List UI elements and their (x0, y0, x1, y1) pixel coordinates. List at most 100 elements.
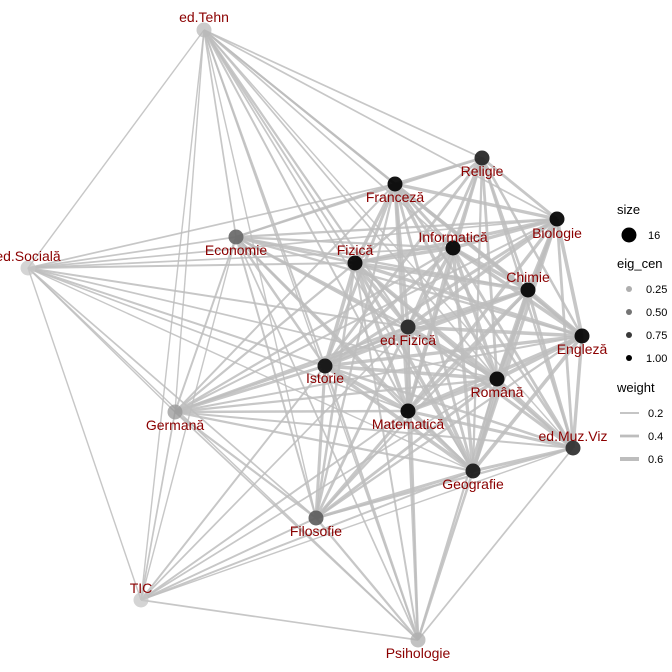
edge-istorie-filosofie (314, 365, 327, 519)
edge-religie-biologie (481, 156, 558, 221)
node-chimie (520, 282, 536, 298)
edge-fizica-engleza (354, 261, 583, 338)
edge-franceza-germana (174, 183, 396, 413)
edge-religie-geografie (471, 157, 484, 472)
edge-franceza-edMuzViz (393, 183, 575, 449)
legend-weight-label-3: 0.6 (648, 454, 663, 466)
edge-fizica-germana (174, 262, 356, 413)
node-label-tic: TIC (130, 580, 153, 596)
edge-geografie-psihologie (416, 470, 475, 641)
edge-economie-informatica (235, 235, 454, 250)
node-matematica (400, 403, 416, 419)
legend-size-label: 16 (648, 230, 660, 242)
legend: size 16 eig_cen 0.25 0.50 0.75 1.00 weig… (616, 202, 667, 466)
legend-eig-cen: eig_cen 0.25 0.50 0.75 1.00 (617, 256, 667, 365)
edge-franceza-edSociala (27, 183, 396, 269)
legend-size: size 16 (617, 202, 660, 243)
legend-weight-label-2: 0.4 (648, 431, 663, 443)
node-religie (474, 150, 490, 166)
legend-weight-label-1: 0.2 (648, 408, 663, 420)
node-economie (228, 229, 244, 245)
edges-layer (27, 29, 584, 641)
legend-eig-key-3 (626, 332, 632, 338)
node-label-geografie: Geografie (442, 476, 504, 492)
edge-edSociala-filosofie (27, 267, 317, 519)
edge-informatica-romana (451, 247, 499, 380)
edge-tic-psihologie (140, 599, 419, 641)
edge-engleza-istorie (324, 334, 583, 368)
legend-weight-title: weight (616, 380, 655, 395)
edge-matematica-geografie (406, 409, 475, 473)
edge-edSociala-tic (27, 267, 142, 601)
edge-edMuzViz-tic (140, 447, 574, 601)
edge-istorie-matematica (324, 364, 409, 413)
edge-germana-psihologie (174, 411, 419, 641)
node-label-istorie: Istorie (306, 370, 344, 386)
edge-edTehn-religie (203, 29, 483, 159)
edge-religie-engleza (480, 157, 584, 337)
edge-istorie-edMuzViz (324, 364, 574, 450)
edge-istorie-tic (140, 365, 326, 601)
edge-edFizica-romana (407, 325, 498, 381)
node-label-edFizica: ed.Fizică (380, 332, 436, 348)
node-edMuzViz (565, 440, 581, 456)
nodes-layer (20, 22, 590, 648)
node-label-fizica: Fizică (337, 242, 374, 258)
legend-eig-label-1: 0.25 (646, 284, 667, 296)
edge-istorie-romana (324, 364, 498, 381)
legend-eig-key-2 (626, 309, 632, 315)
edge-edTehn-fizica (203, 29, 356, 264)
edge-geografie-tic (140, 470, 474, 601)
edge-chimie-engleza (526, 288, 584, 338)
legend-size-title: size (617, 202, 640, 217)
edge-edTehn-romana (203, 29, 498, 380)
node-germana (167, 404, 183, 420)
edge-engleza-edMuzViz (571, 335, 584, 449)
edge-germana-filosofie (174, 411, 317, 519)
legend-eig-label-4: 1.00 (646, 353, 667, 365)
edge-matematica-tic (140, 410, 409, 601)
node-edFizica (400, 319, 416, 335)
legend-eig-label-3: 0.75 (646, 330, 667, 342)
node-filosofie (308, 510, 324, 526)
edge-filosofie-psihologie (315, 517, 419, 641)
edge-romana-matematica (407, 377, 498, 413)
edge-edSociala-edFizica (27, 267, 409, 328)
node-label-germana: Germană (146, 417, 205, 433)
node-label-edMuzViz: ed.Muz.Viz (539, 428, 608, 444)
node-label-romana: Română (471, 384, 524, 400)
node-biologie (549, 211, 565, 227)
edge-edMuzViz-psihologie (417, 447, 574, 641)
legend-eig-cen-title: eig_cen (617, 256, 663, 271)
edge-informatica-fizica (354, 246, 454, 265)
edge-germana-chimie (174, 288, 529, 414)
edge-edTehn-informatica (203, 29, 454, 249)
edge-fizica-edFizica (353, 261, 410, 329)
edge-biologie-germana (174, 218, 558, 413)
edge-biologie-economie (235, 217, 558, 239)
node-geografie (465, 463, 481, 479)
edge-matematica-edMuzViz (407, 409, 574, 450)
edge-edTehn-economie (203, 29, 237, 238)
node-romana (489, 371, 505, 387)
node-engleza (574, 328, 590, 344)
edge-franceza-biologie (394, 182, 558, 221)
edge-economie-istorie (234, 236, 327, 367)
edge-germana-edMuzViz (174, 411, 574, 449)
labels-layer: ed.TehnReligieFrancezăBiologieEconomieIn… (0, 9, 608, 661)
edge-chimie-edMuzViz (526, 289, 575, 449)
edge-franceza-economie (235, 182, 396, 239)
edge-edFizica-edMuzViz (407, 325, 574, 450)
edge-edFizica-tic (140, 326, 409, 601)
edge-fizica-chimie (354, 261, 529, 292)
edge-biologie-fizica (354, 217, 558, 265)
node-franceza (387, 176, 403, 192)
edge-geografie-filosofie (315, 469, 474, 520)
edge-romana-filosofie (315, 377, 498, 520)
edge-economie-edSociala (27, 236, 237, 269)
node-label-engleza: Engleză (557, 341, 608, 357)
node-psihologie (410, 632, 426, 648)
edge-engleza-germana (174, 335, 583, 413)
node-istorie (317, 358, 333, 374)
edge-fizica-filosofie (314, 262, 357, 519)
